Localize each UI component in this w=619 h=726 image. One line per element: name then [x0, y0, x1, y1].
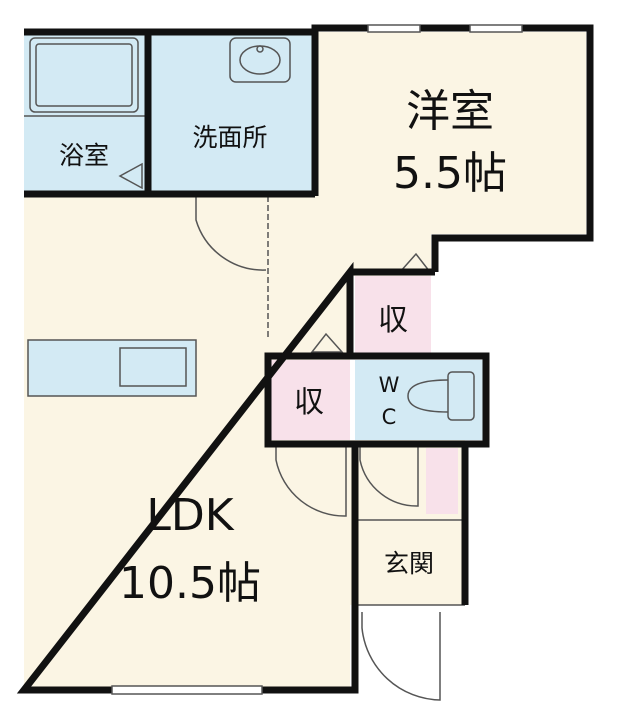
walls — [16, 24, 594, 694]
storage-lower-name: 収 — [294, 385, 324, 420]
storage-upper-floor — [355, 276, 431, 356]
storage-lower-floor — [270, 360, 350, 440]
bath-name: 浴室 — [59, 141, 109, 170]
bathtub — [29, 37, 139, 113]
storage-upper-name: 収 — [378, 303, 408, 338]
washroom-floor — [150, 32, 313, 192]
storage-lower-door-triangle — [310, 332, 344, 353]
wc-label-c: C — [382, 405, 397, 429]
window-west-1 — [367, 24, 421, 33]
entrance-door-swing — [361, 612, 441, 701]
toilet-bowl — [407, 379, 449, 413]
washroom-name: 洗面所 — [192, 123, 267, 152]
ldk-size: 10.5帖 — [119, 558, 261, 609]
hall-door-swing — [275, 446, 347, 517]
toilet-tank — [447, 371, 475, 421]
wash-basin — [229, 37, 291, 83]
windows — [111, 24, 523, 695]
ldk-name: LDK — [146, 490, 234, 541]
bathtub-inner — [35, 43, 133, 107]
shoe-cabinet — [426, 448, 458, 514]
kitchen-sink — [119, 347, 187, 387]
window-ldk — [111, 685, 263, 695]
window-west-2 — [469, 24, 523, 33]
wc-label-w: W — [379, 373, 400, 397]
western-room-size: 5.5帖 — [393, 148, 507, 199]
basin-drain — [256, 45, 264, 53]
entrance-name: 玄関 — [384, 549, 434, 578]
western-room-name: 洋室 — [406, 86, 494, 137]
wc-door-swing — [359, 446, 419, 507]
bath-door-triangle — [118, 162, 143, 190]
fixtures — [24, 37, 475, 701]
wc-floor — [355, 360, 483, 440]
